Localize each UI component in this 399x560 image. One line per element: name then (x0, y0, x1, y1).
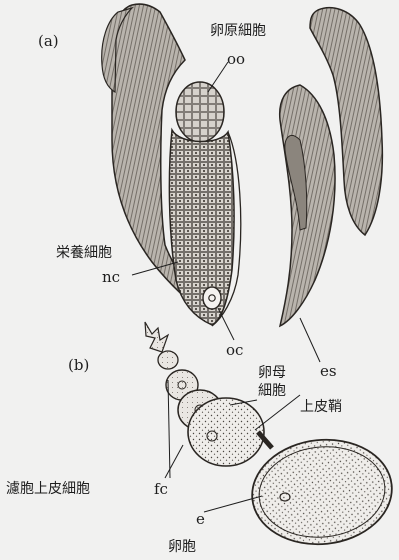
chamber-4 (188, 398, 264, 466)
oocyte-oc (203, 287, 221, 309)
label-epithelial-sheath: 上皮鞘 (300, 400, 342, 414)
label-oo: oo (227, 52, 245, 67)
label-oocyte-2: 細胞 (258, 384, 286, 398)
label-e: e (196, 512, 205, 527)
panel-a-label: (a) (38, 34, 59, 49)
sheath-right (280, 85, 335, 326)
terminal-filament (145, 322, 168, 352)
mature-egg (247, 433, 397, 551)
panel-b-label: (b) (68, 358, 89, 373)
label-oocyte: 卵母 (258, 366, 286, 380)
chamber-1 (158, 351, 178, 369)
label-fc: fc (154, 482, 168, 497)
label-nurse-cells: 栄養細胞 (56, 246, 112, 260)
label-follicle-cells: 濾胞上皮細胞 (6, 482, 90, 496)
label-egg: 卵胞 (168, 540, 196, 554)
nurse-cell-column (169, 130, 234, 325)
label-oocyte-primary: 卵原細胞 (210, 24, 266, 38)
germarium-oo (176, 82, 224, 142)
label-es: es (320, 364, 337, 379)
label-oc: oc (226, 343, 243, 358)
label-nc: nc (102, 270, 120, 285)
